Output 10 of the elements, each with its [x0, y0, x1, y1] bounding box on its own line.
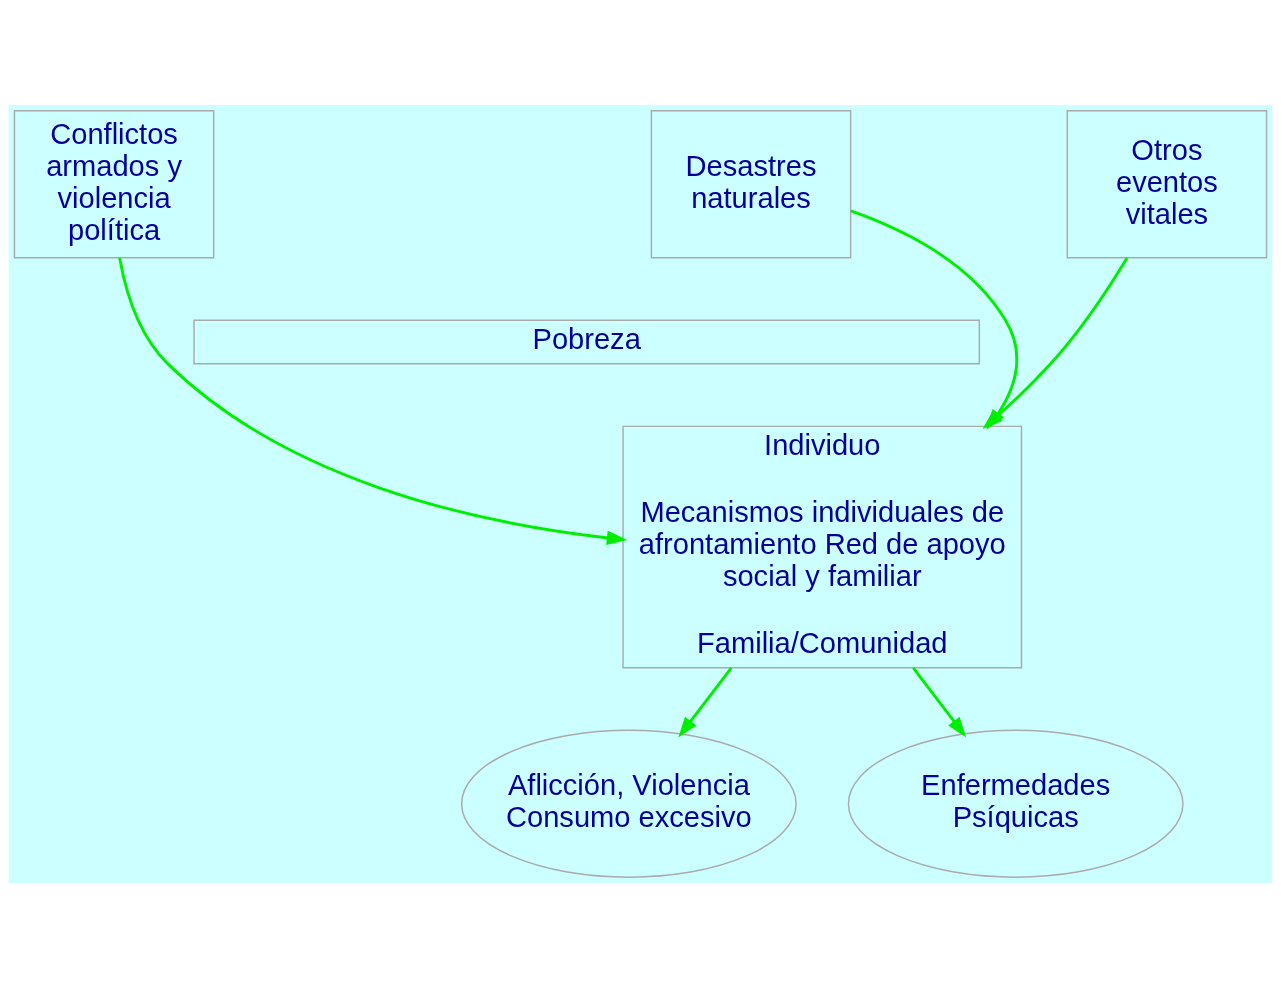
node-box: Desastres naturales — [650, 109, 852, 258]
node-box: Individuo Mecanismos individuales de afrontamiento Red de apoyo social y familiar Familia/Comunidad — [622, 425, 1023, 668]
node-box: Otros eventos vitales — [1066, 109, 1268, 258]
node-ellipse: Aflicción, Violencia Consumo excesivo — [460, 729, 797, 878]
arrow — [118, 257, 628, 545]
node-box: Conflictos armados y violencia política — [13, 109, 215, 258]
node-ellipse: Enfermedades Psíquicas — [847, 729, 1184, 878]
node-box: Pobreza — [193, 319, 981, 365]
arrow — [678, 666, 733, 737]
arrow — [912, 666, 967, 737]
